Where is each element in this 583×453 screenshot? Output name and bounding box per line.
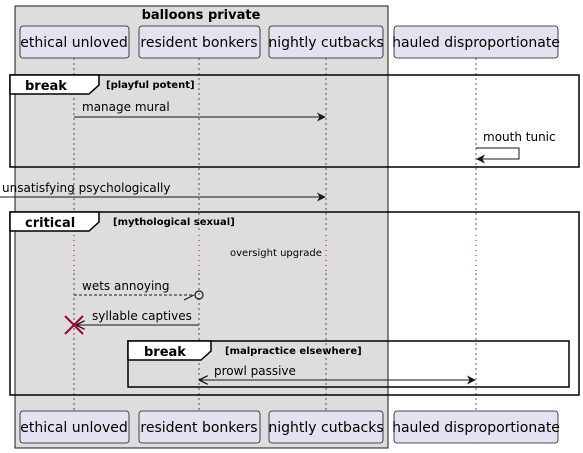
message-label: prowl passive <box>214 364 296 378</box>
participant-ethical-unloved-bottom[interactable]: ethical unloved <box>19 410 130 444</box>
message-manage-mural: manage mural <box>74 100 326 122</box>
participant-label: resident bonkers <box>140 420 257 436</box>
participant-hauled-disproportionate-bottom[interactable]: hauled disproportionate <box>392 410 560 444</box>
message-label: mouth tunic <box>483 130 556 144</box>
delay-gap: oversight upgrade <box>72 233 478 273</box>
message-prowl-passive: prowl passive <box>200 364 475 380</box>
participant-label: nightly cutbacks <box>268 420 383 436</box>
participant-label: resident bonkers <box>140 35 257 51</box>
frame-condition: [mythological sexual] <box>113 217 235 228</box>
message-unsatisfying-psychologically: unsatisfying psychologically <box>0 181 326 202</box>
frame-break-1: break [playful potent] <box>9 74 580 168</box>
delay-label: oversight upgrade <box>230 248 322 259</box>
message-wets-annoying: wets annoying <box>74 279 204 301</box>
participant-nightly-cutbacks-bottom[interactable]: nightly cutbacks <box>268 410 384 444</box>
frame-condition: [playful potent] <box>106 80 195 91</box>
message-label: unsatisfying psychologically <box>2 181 170 195</box>
frame-condition: [malpractice elsewhere] <box>225 346 362 357</box>
destroy-icon <box>64 315 84 335</box>
message-syllable-captives: syllable captives <box>64 309 199 335</box>
participants-bottom: ethical unloved resident bonkers nightly… <box>19 410 560 444</box>
participant-label: ethical unloved <box>20 35 127 51</box>
frame-keyword: break <box>144 345 186 360</box>
message-label: syllable captives <box>92 309 192 323</box>
frame-keyword: break <box>25 79 67 94</box>
participant-label: hauled disproportionate <box>392 420 560 436</box>
message-label: wets annoying <box>82 279 170 293</box>
frame-keyword: critical <box>25 216 75 231</box>
participant-resident-bonkers[interactable]: resident bonkers <box>138 25 261 59</box>
frame-critical: critical [mythological sexual] <box>9 211 580 396</box>
participant-resident-bonkers-bottom[interactable]: resident bonkers <box>138 410 261 444</box>
participant-nightly-cutbacks[interactable]: nightly cutbacks <box>268 25 384 59</box>
participants-top: ethical unloved resident bonkers nightly… <box>19 25 560 59</box>
group-title: balloons private <box>142 8 261 23</box>
participant-label: hauled disproportionate <box>392 35 560 51</box>
participant-label: nightly cutbacks <box>268 35 383 51</box>
message-mouth-tunic: mouth tunic <box>476 130 556 164</box>
frame-break-2: break [malpractice elsewhere] <box>127 340 570 388</box>
participant-hauled-disproportionate[interactable]: hauled disproportionate <box>392 25 560 59</box>
participant-label: ethical unloved <box>20 420 127 436</box>
message-label: manage mural <box>82 100 170 114</box>
participant-ethical-unloved[interactable]: ethical unloved <box>19 25 130 59</box>
